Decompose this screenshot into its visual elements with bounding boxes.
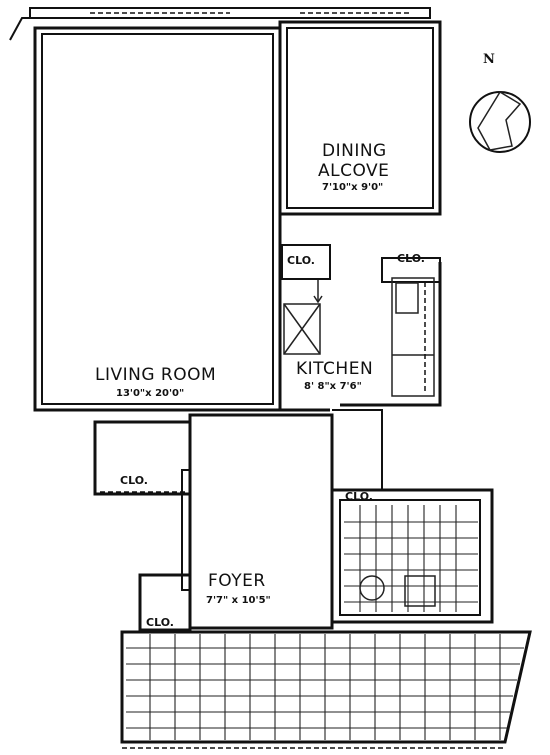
entry-closet-label: CLO. [146,616,174,629]
kitchen-label: KITCHEN [296,359,373,379]
kitchen [278,214,442,412]
sink-fixture [404,575,436,607]
foyer-label: FOYER [208,571,266,591]
terrace [120,630,532,749]
stove-fixture [283,280,323,355]
bath-closet-label: CLO. [345,490,373,503]
toilet-fixture [359,575,385,601]
north-label: N [483,52,495,67]
kitchen-closet-left-label: CLO. [287,254,315,267]
dining-alcove-label-line2: ALCOVE [318,161,389,181]
living-room-label: LIVING ROOM [95,365,216,385]
terrace-tile-grid [126,634,524,740]
kitchen-closet-right [381,257,441,283]
hall-closet-label: CLO. [120,474,148,487]
dining-alcove [278,20,442,216]
kitchen-closet-left [281,244,331,280]
top-wall [9,7,431,41]
dining-alcove-label-line1: DINING [322,141,387,161]
bathroom [330,488,494,624]
bath-tile-grid [344,505,478,612]
entry-closet [138,573,192,632]
kitchen-dims: 8' 8"x 7'6" [304,381,362,392]
dining-alcove-dims: 7'10"x 9'0" [322,182,383,193]
foyer-dims: 7'7" x 10'5" [206,595,271,606]
living-room [33,26,282,412]
counter-fixture [391,277,435,397]
living-room-dims: 13'0"x 20'0" [116,388,184,399]
compass: N [469,52,531,153]
kitchen-closet-right-label: CLO. [397,252,425,265]
